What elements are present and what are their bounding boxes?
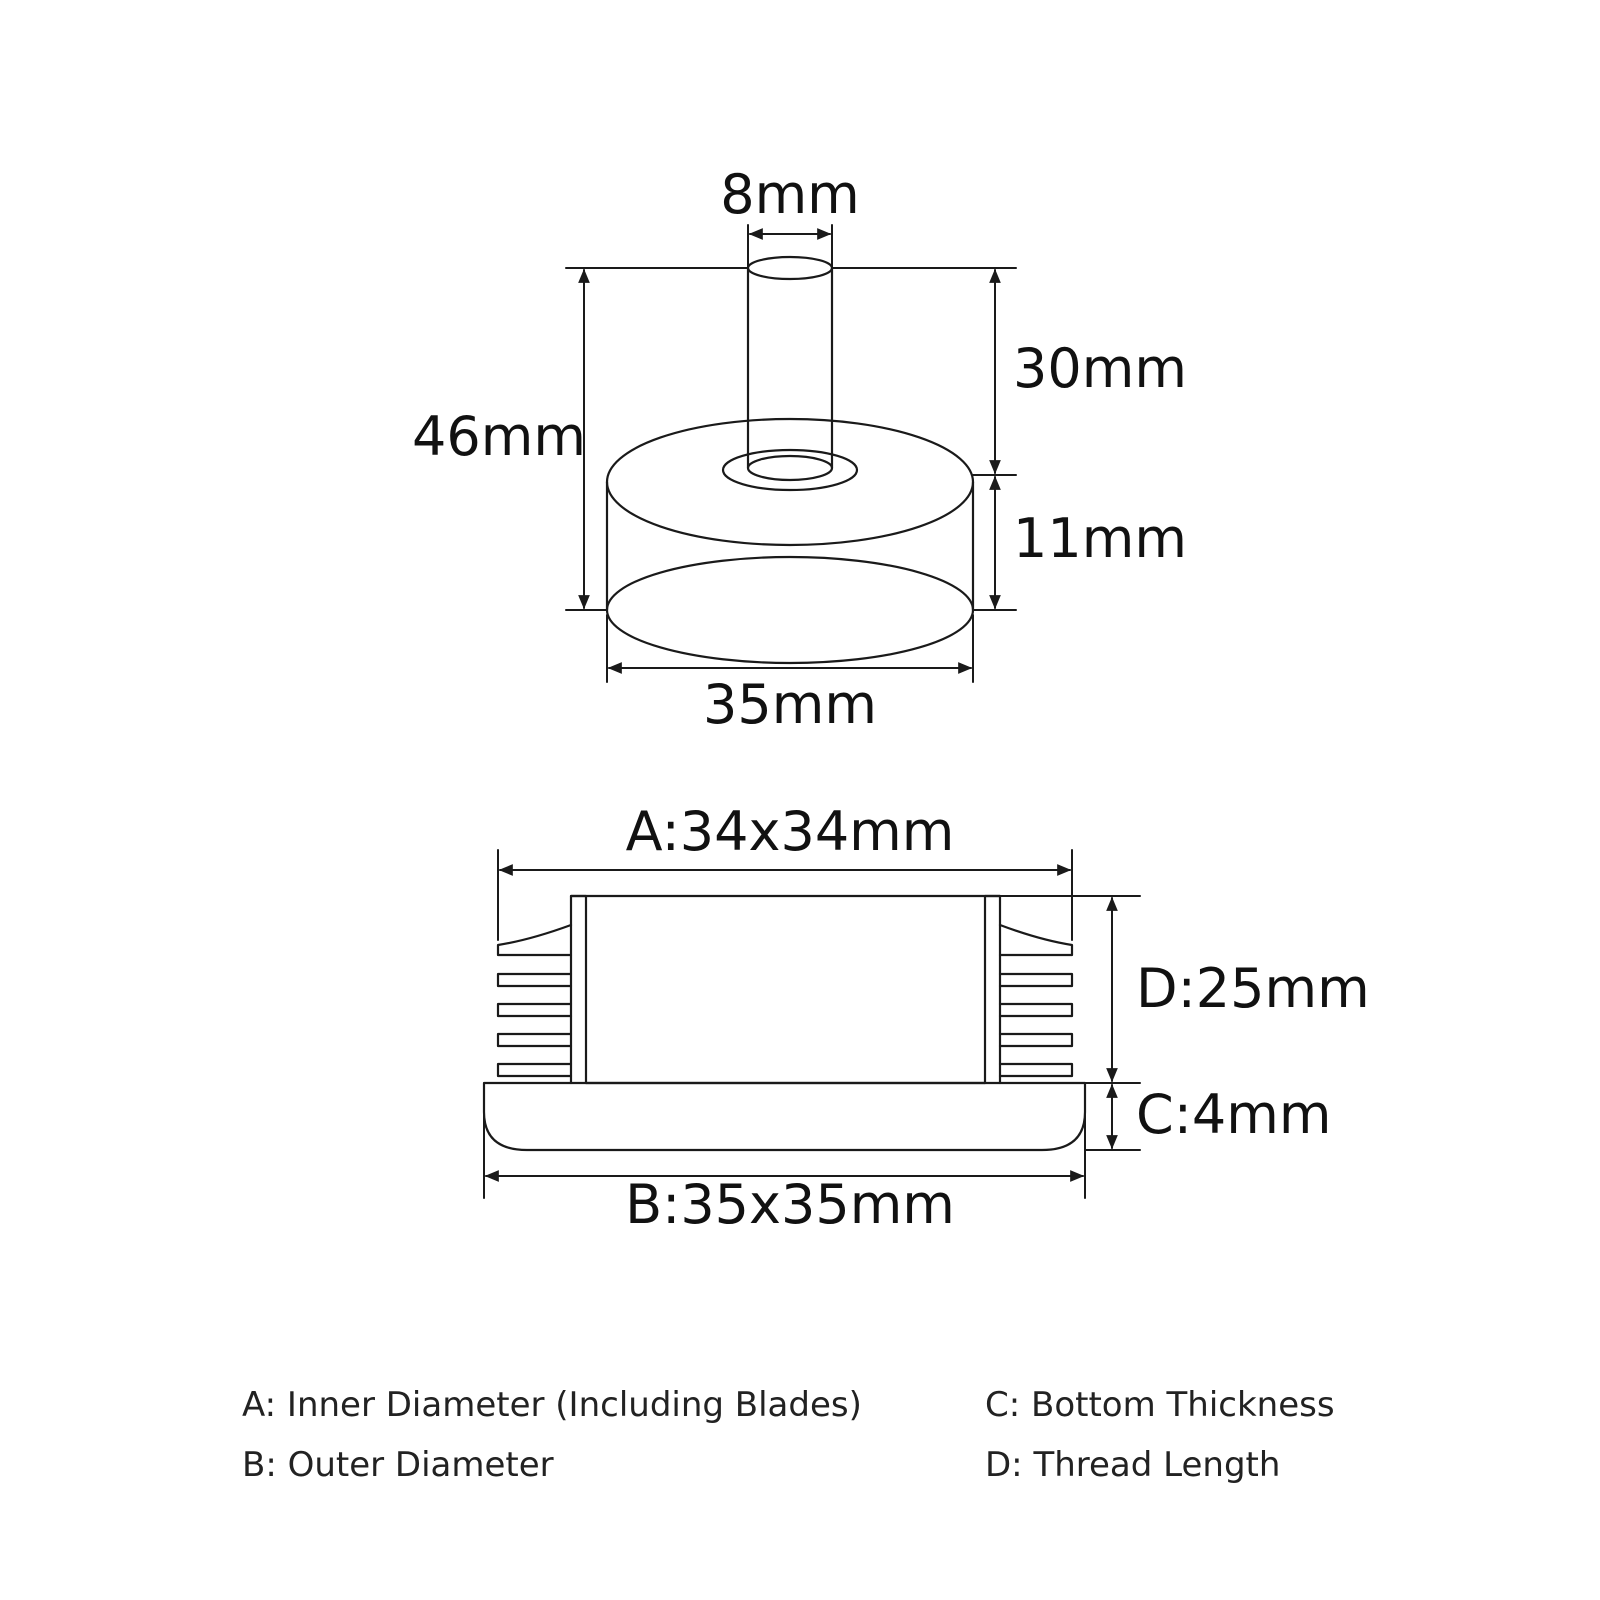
- label-total-height: 46mm: [412, 405, 586, 468]
- leveling-foot-drawing: [605, 255, 975, 665]
- insert-left-plate: [569, 894, 588, 1085]
- label-outer-width: B:35x35mm: [625, 1173, 955, 1236]
- stud-top-ellipse: [746, 255, 834, 281]
- label-stud-diameter: 8mm: [720, 163, 860, 226]
- insert-bottom-cap: [482, 1081, 1087, 1152]
- stud-base-ellipse: [746, 454, 834, 482]
- label-base-diameter: 35mm: [703, 673, 877, 736]
- legend-item-d: D: Thread Length: [985, 1445, 1281, 1485]
- base-top-ellipse: [605, 417, 975, 547]
- legend-item-b: B: Outer Diameter: [242, 1445, 554, 1485]
- insert-right-plate: [983, 894, 1002, 1085]
- left-blades: [496, 923, 573, 1078]
- right-blades: [998, 923, 1074, 1078]
- side-view-dimensions: [483, 849, 1141, 1199]
- tube-insert-drawing: [482, 894, 1087, 1152]
- label-stud-length: 30mm: [1013, 337, 1187, 400]
- label-bottom-thickness: C:4mm: [1136, 1083, 1332, 1146]
- label-thread-length: D:25mm: [1136, 957, 1370, 1020]
- label-inner-width: A:34x34mm: [625, 800, 955, 863]
- base-bottom-ellipse: [605, 555, 975, 665]
- stud-collar-ring: [721, 448, 859, 492]
- top-view-dimensions: [565, 224, 1017, 683]
- legend-item-a: A: Inner Diameter (Including Blades): [242, 1385, 862, 1425]
- label-base-height: 11mm: [1013, 507, 1187, 570]
- legend-item-c: C: Bottom Thickness: [985, 1385, 1335, 1425]
